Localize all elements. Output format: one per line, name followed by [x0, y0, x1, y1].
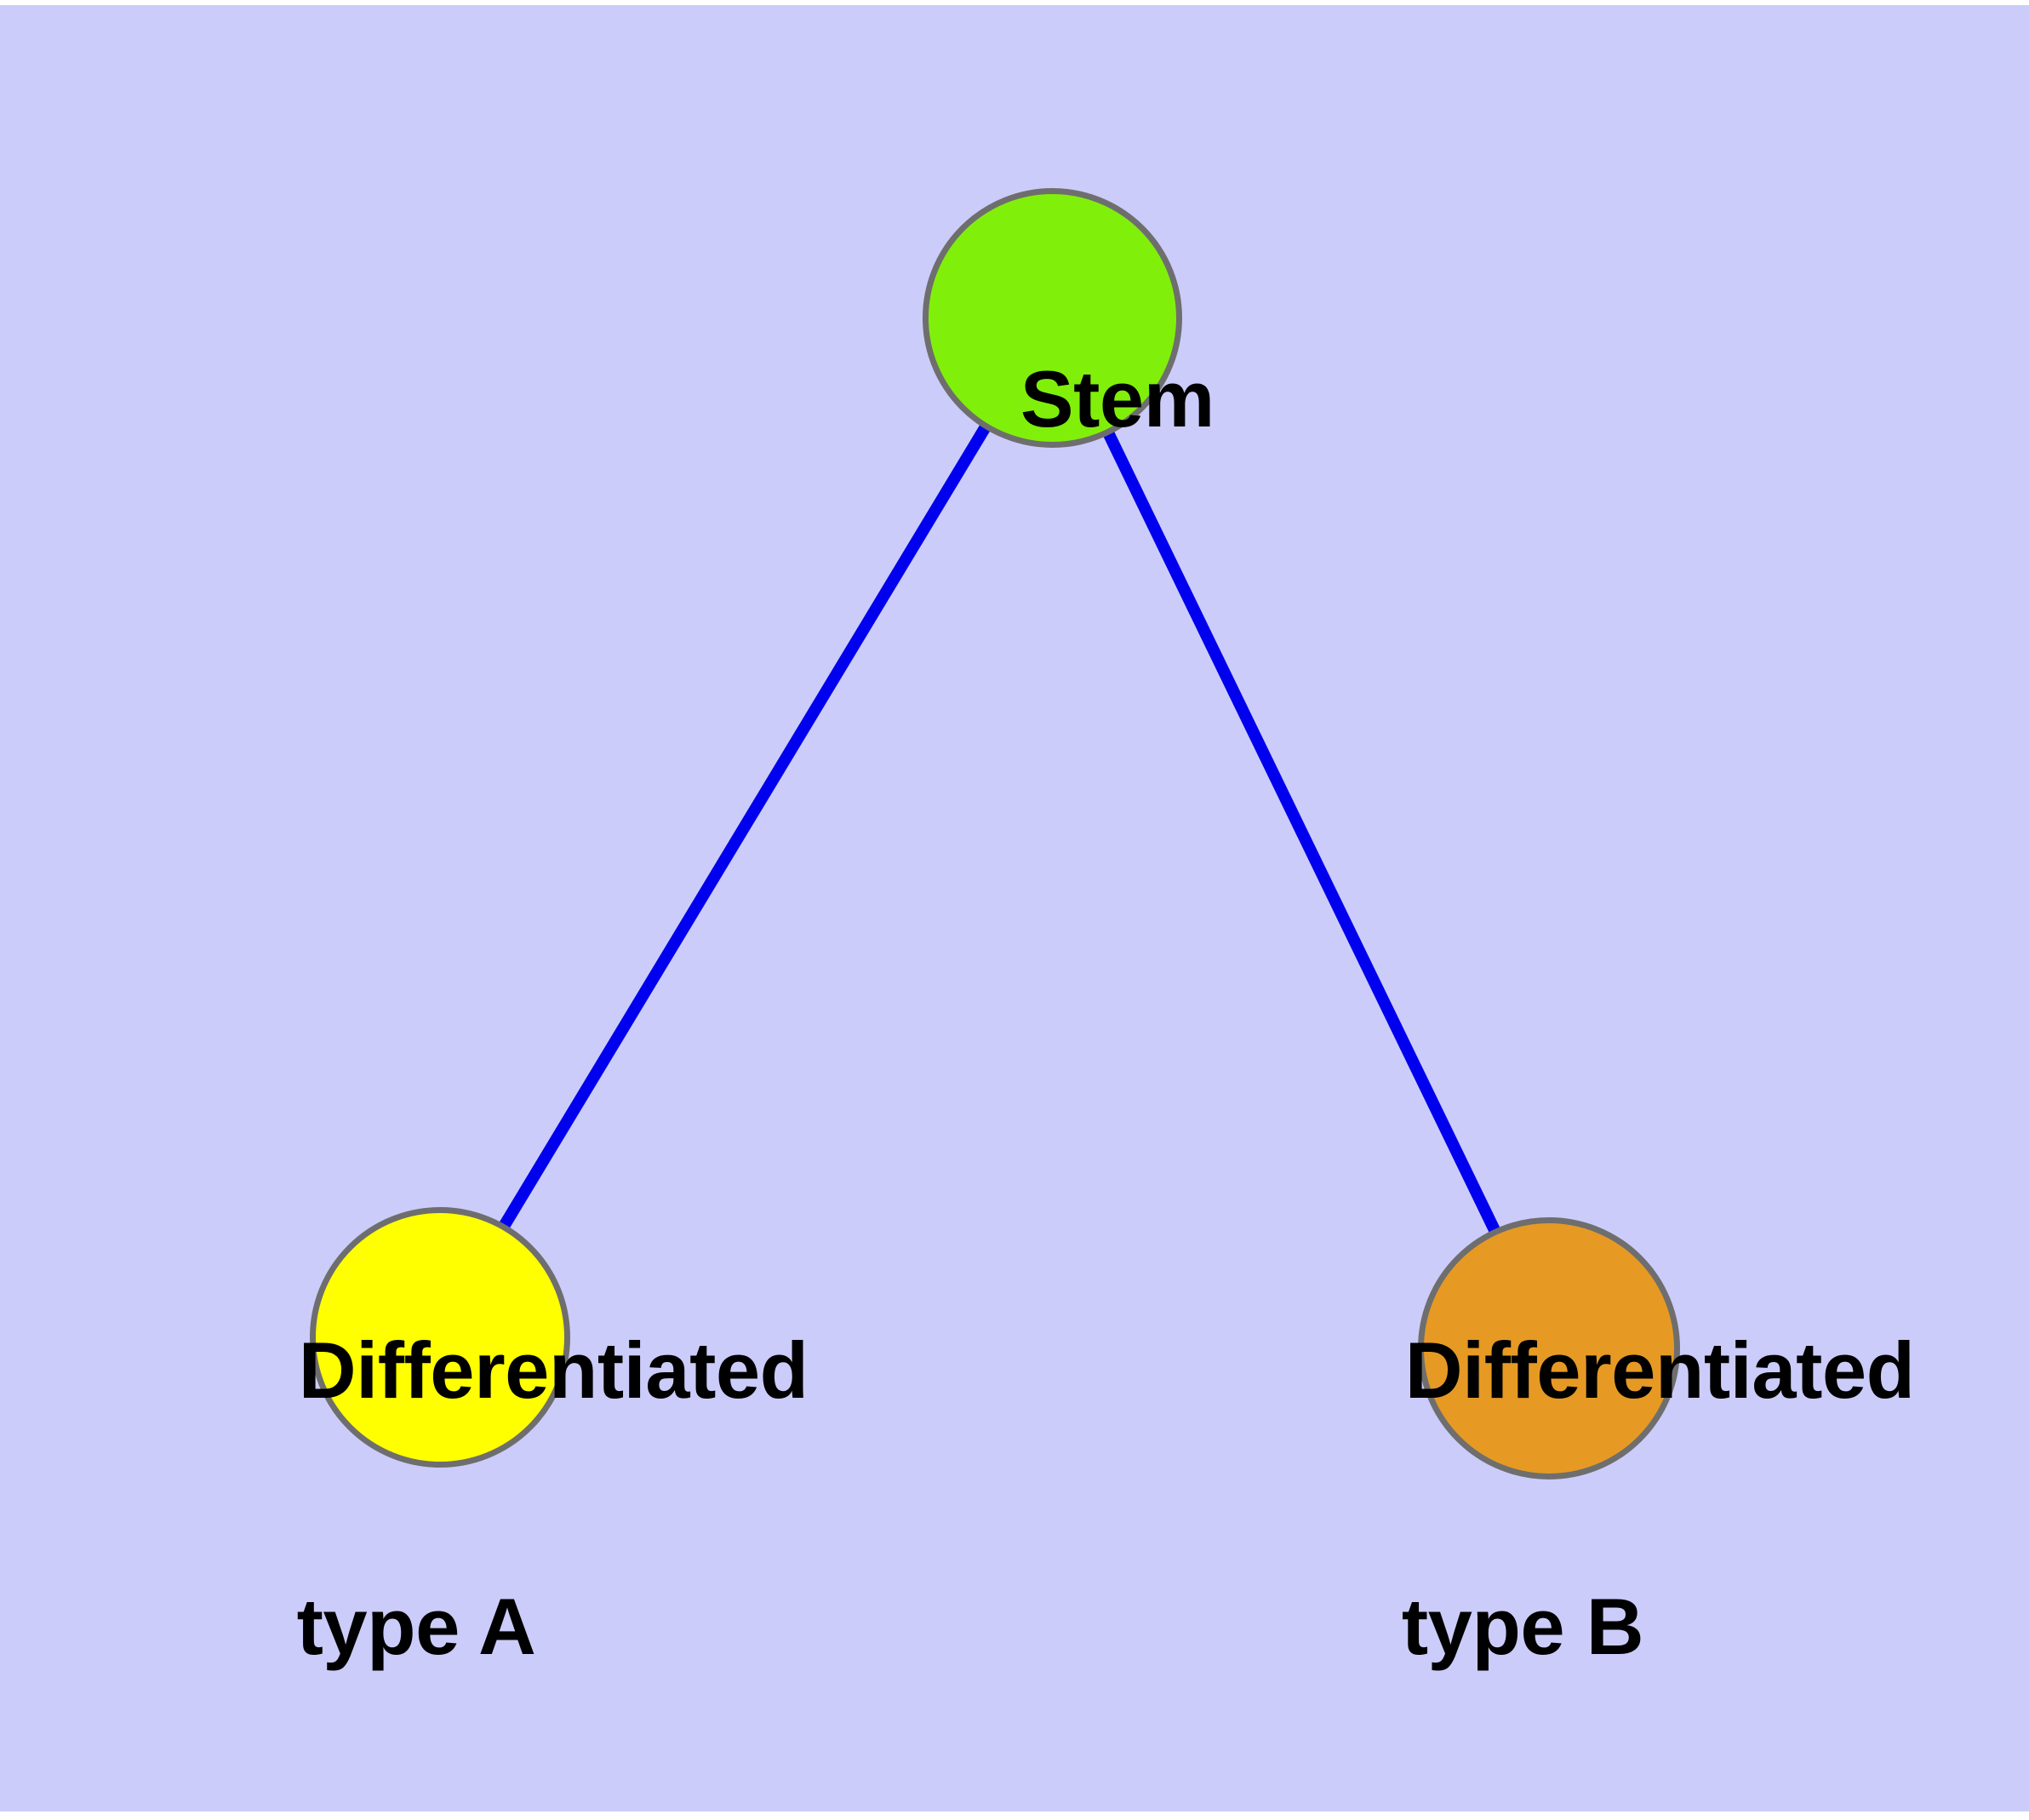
node-stem[interactable]: [923, 188, 1182, 448]
node-differentiated-type-a[interactable]: [310, 1207, 570, 1468]
edge-stem-to-differentiated-type-b[interactable]: [1046, 313, 1555, 1346]
graph-plot-area: Stem Differentiated type A Differentiate…: [0, 5, 2029, 1811]
edge-layer: [435, 313, 1555, 1346]
edge-stem-to-differentiated-type-a[interactable]: [435, 313, 1057, 1336]
node-differentiated-type-b[interactable]: [1418, 1217, 1680, 1479]
